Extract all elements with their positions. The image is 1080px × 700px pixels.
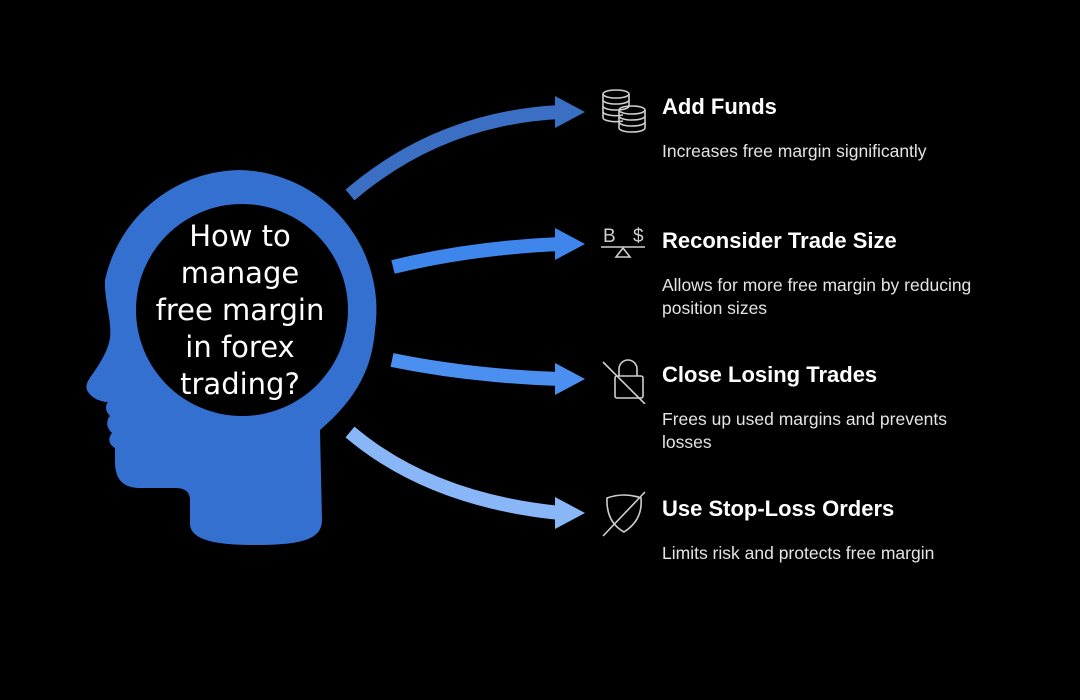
- arrow-stop-loss: [345, 426, 585, 529]
- head-silhouette: [86, 170, 377, 545]
- central-question: How to manage free margin in forex tradi…: [135, 218, 345, 403]
- question-line: trading?: [180, 367, 300, 401]
- question-line: free margin: [155, 293, 325, 327]
- arrow-add-funds: [345, 96, 585, 201]
- svg-text:$: $: [633, 226, 644, 247]
- item-description: Allows for more free margin by reducing …: [662, 275, 972, 318]
- item-title: Add Funds: [662, 94, 777, 119]
- arrow-reconsider-trade-size: [391, 228, 585, 274]
- item-title: Reconsider Trade Size: [662, 228, 897, 253]
- arrow-close-losing-trades: [390, 353, 585, 395]
- item-description: Frees up used margins and prevents losse…: [662, 409, 948, 452]
- unlocked-crossed-icon: [602, 359, 646, 404]
- question-line: How to: [189, 219, 291, 253]
- coins-stack-icon: [602, 89, 646, 133]
- balance-scale-icon: B $: [601, 226, 645, 258]
- svg-text:B: B: [603, 226, 616, 247]
- item-description: Limits risk and protects free margin: [662, 543, 935, 563]
- question-line: in forex: [185, 330, 295, 364]
- shield-slash-icon: [602, 491, 646, 537]
- question-line: manage: [180, 256, 300, 290]
- item-title: Close Losing Trades: [662, 362, 878, 387]
- item-description: Increases free margin significantly: [662, 141, 927, 161]
- item-title: Use Stop-Loss Orders: [662, 496, 895, 521]
